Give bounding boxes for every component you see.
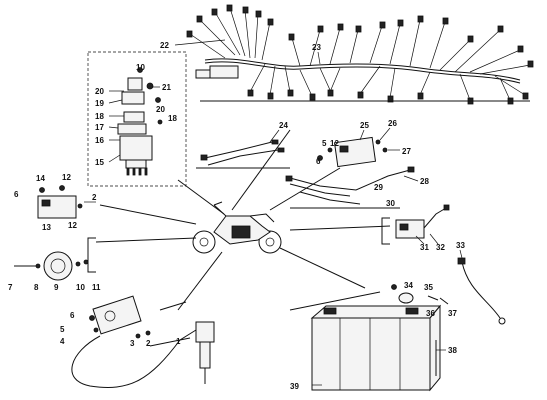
callout-33: 33 xyxy=(456,241,465,250)
callout-9: 9 xyxy=(54,283,59,292)
callout-37: 37 xyxy=(448,309,457,318)
callout-29: 29 xyxy=(374,183,383,192)
callout-21: 21 xyxy=(162,83,171,92)
callout-6: 6 xyxy=(70,311,75,320)
callout-14: 14 xyxy=(36,174,45,183)
callout-5: 5 xyxy=(322,139,327,148)
callout-27: 27 xyxy=(402,147,411,156)
callout-12: 12 xyxy=(68,221,77,230)
ignition-coil-assembly xyxy=(71,295,215,388)
callout-17: 17 xyxy=(95,123,104,132)
callout-35: 35 xyxy=(424,283,433,292)
callout-4: 4 xyxy=(60,337,65,346)
callout-31: 31 xyxy=(420,243,429,252)
callout-10: 10 xyxy=(136,63,145,72)
callout-labels: 1 2 2 3 4 5 5 6 6 6 7 8 9 10 10 11 12 12… xyxy=(8,41,465,391)
callout-2: 2 xyxy=(92,193,97,202)
callout-13: 13 xyxy=(42,223,51,232)
callout-5: 5 xyxy=(60,325,65,334)
wires-28-30 xyxy=(285,166,419,209)
callout-22: 22 xyxy=(160,41,169,50)
relay-assembly xyxy=(381,204,450,245)
callout-1: 1 xyxy=(176,337,181,346)
callout-18: 18 xyxy=(168,114,177,123)
battery-cable-33 xyxy=(457,249,506,325)
callout-34: 34 xyxy=(404,281,413,290)
callout-19: 19 xyxy=(95,99,104,108)
callout-36: 36 xyxy=(426,309,435,318)
callout-16: 16 xyxy=(95,136,104,145)
callout-25: 25 xyxy=(360,121,369,130)
callout-6: 6 xyxy=(316,157,321,166)
callout-26: 26 xyxy=(388,119,397,128)
regulator-assembly xyxy=(317,127,400,168)
callout-32: 32 xyxy=(436,243,445,252)
callout-7: 7 xyxy=(8,283,13,292)
callout-11: 11 xyxy=(92,283,101,292)
callout-6: 6 xyxy=(14,190,19,199)
callout-8: 8 xyxy=(34,283,39,292)
leader-lines xyxy=(95,129,391,311)
callout-20: 20 xyxy=(156,105,165,114)
horn-assembly xyxy=(14,237,96,281)
motorcycle-illustration xyxy=(192,201,282,254)
callout-2: 2 xyxy=(146,339,151,348)
callout-28: 28 xyxy=(420,177,429,186)
callout-20: 20 xyxy=(95,87,104,96)
ignition-switch-assembly xyxy=(87,51,187,187)
callout-12: 12 xyxy=(62,173,71,182)
callout-10: 10 xyxy=(76,283,85,292)
callout-12: 12 xyxy=(330,139,339,148)
callout-24: 24 xyxy=(279,121,288,130)
callout-3: 3 xyxy=(130,339,135,348)
wire-24 xyxy=(196,129,290,169)
callout-23: 23 xyxy=(312,43,321,52)
callout-15: 15 xyxy=(95,158,104,167)
wiring-harness xyxy=(174,4,534,105)
flasher-unit xyxy=(37,185,96,219)
battery-assembly xyxy=(289,284,449,392)
callout-30: 30 xyxy=(386,199,395,208)
callout-18: 18 xyxy=(95,112,104,121)
callout-38: 38 xyxy=(448,346,457,355)
callout-39: 39 xyxy=(290,382,299,391)
